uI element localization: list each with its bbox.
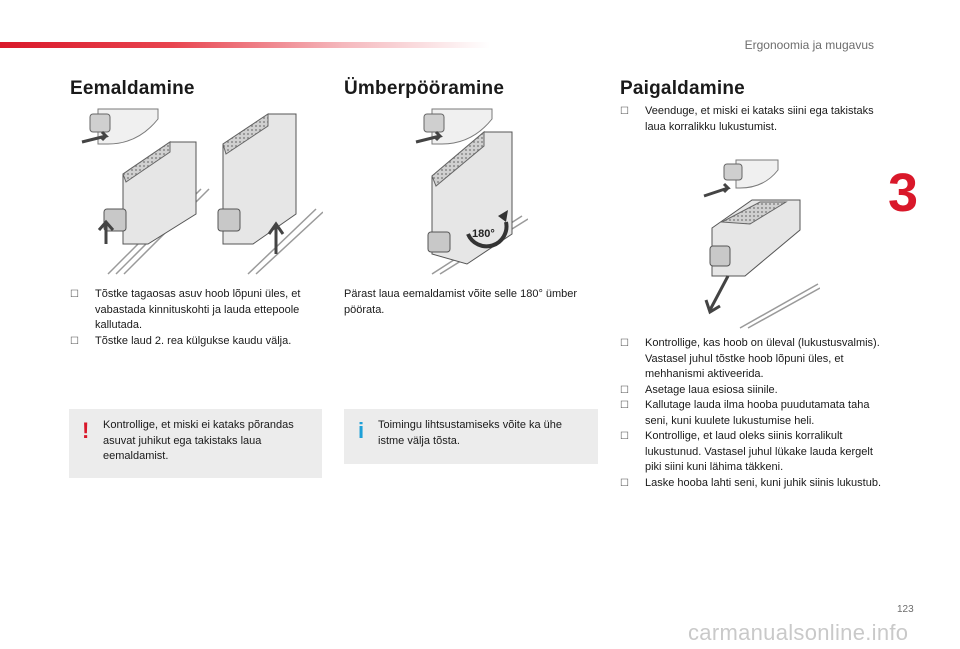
header-accent-bar <box>0 42 490 48</box>
removal-illustration <box>81 108 323 275</box>
page-number: 123 <box>897 604 914 615</box>
list-item: ☐Kallutage lauda ilma hooba puudutamata … <box>620 399 870 427</box>
info-icon: i <box>358 418 365 443</box>
section-header: Ergonoomia ja mugavus <box>744 38 874 52</box>
warning-text: Kontrollige, et miski ei kataks põrandas… <box>103 419 294 462</box>
checkbox-bullet-icon: ☐ <box>70 289 79 300</box>
warning-note: ! Kontrollige, et miski ei kataks põrand… <box>69 409 322 478</box>
list-item: ☐Tõstke laud 2. rea külgukse kaudu välja… <box>70 334 322 350</box>
checkbox-bullet-icon: ☐ <box>620 431 629 442</box>
list-item: ☐Tõstke tagaosas asuv hoob lõpuni üles, … <box>70 288 301 331</box>
turning-text: Pärast laua eemaldamist võite selle 180°… <box>344 288 578 316</box>
removal-steps: ☐Tõstke tagaosas asuv hoob lõpuni üles, … <box>70 287 322 349</box>
checkbox-bullet-icon: ☐ <box>620 400 629 411</box>
exclamation-icon: ! <box>82 418 90 443</box>
turning-title: Ümberpööramine <box>344 78 505 99</box>
turning-illustration: 180° <box>415 108 528 275</box>
chapter-number: 3 <box>888 163 919 223</box>
list-item: ☐Veenduge, et miski ei kataks siini ega … <box>620 105 874 133</box>
info-note: i Toimingu lihtsustamiseks võite ka ühe … <box>344 409 598 464</box>
info-text: Toimingu lihtsustamiseks võite ka ühe is… <box>378 419 563 447</box>
list-item: ☐Kontrollige, kas hoob on üleval (lukust… <box>620 337 880 380</box>
checkbox-bullet-icon: ☐ <box>620 477 629 489</box>
list-item: ☐Laske hooba lahti seni, kuni juhik siin… <box>620 476 882 492</box>
checkbox-bullet-icon: ☐ <box>620 338 629 349</box>
installation-title: Paigaldamine <box>620 78 745 99</box>
installation-intro: ☐Veenduge, et miski ei kataks siini ega … <box>620 104 882 135</box>
list-item: ☐Asetage laua esiosa siinile. <box>620 383 882 399</box>
watermark: carmanualsonline.info <box>688 620 909 645</box>
list-item: ☐Kontrollige, et laud oleks siinis korra… <box>620 430 873 473</box>
checkbox-bullet-icon: ☐ <box>620 106 629 117</box>
removal-title: Eemaldamine <box>70 78 195 99</box>
checkbox-bullet-icon: ☐ <box>620 384 629 396</box>
checkbox-bullet-icon: ☐ <box>70 335 79 347</box>
angle-label: 180° <box>472 228 495 240</box>
installation-steps: ☐Kontrollige, kas hoob on üleval (lukust… <box>620 336 882 491</box>
installation-illustration <box>703 159 820 329</box>
